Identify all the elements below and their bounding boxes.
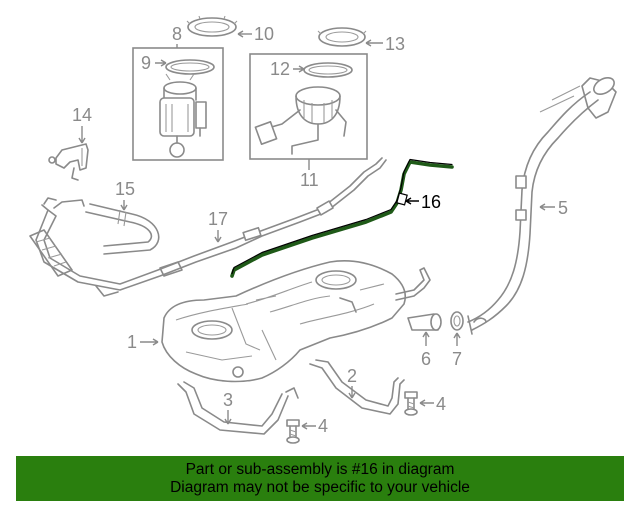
svg-text:3: 3 [223,390,233,410]
callout-5: 5 [539,198,568,218]
svg-text:17: 17 [208,209,228,229]
part-11-level-sender [254,86,347,155]
callout-6: 6 [421,331,431,369]
part-14-bracket [48,143,89,181]
svg-text:15: 15 [115,179,135,199]
svg-text:5: 5 [558,198,568,218]
svg-text:2: 2 [347,366,357,386]
callout-14: 14 [72,105,92,144]
svg-text:6: 6 [421,349,431,369]
part-4-bolt-right [404,391,418,416]
info-banner: Part or sub-assembly is #16 in diagram D… [16,456,624,501]
part-10-lock-ring [186,15,238,37]
part-9-seal [165,59,215,75]
part-13-lock-ring [317,27,367,47]
svg-text:12: 12 [270,59,290,79]
parts-diagram: 8 10 13 9 12 11 14 15 17 16 5 [29,15,617,444]
callout-15: 15 [115,179,135,211]
svg-text:8: 8 [172,24,182,44]
svg-text:16: 16 [421,192,441,212]
banner-line-2: Diagram may not be specific to your vehi… [170,478,470,496]
part-1-fuel-tank [161,259,431,383]
part-6-grommet [407,313,442,331]
part-3-tank-strap [177,381,299,435]
callout-16: 16 [405,192,441,212]
svg-text:1: 1 [127,332,137,352]
callout-3: 3 [223,390,233,425]
part-4-bolt-left [286,419,300,444]
callout-1: 1 [127,332,159,352]
callout-12: 12 [270,59,305,79]
part-7-seal-ring [450,311,464,331]
part-15-hose [85,203,160,255]
part-12-seal [303,62,353,78]
callout-9: 9 [141,53,167,73]
fuel-pump-module-box [132,47,224,161]
callout-7: 7 [452,332,462,369]
callout-10: 10 [237,24,274,44]
part-17-vapor-line [29,157,387,297]
svg-text:13: 13 [385,34,405,54]
callout-4-right: 4 [419,394,446,414]
callout-4-left: 4 [301,416,328,436]
callout-8: 8 [172,24,182,48]
svg-text:9: 9 [141,53,151,73]
svg-text:7: 7 [452,349,462,369]
svg-text:10: 10 [254,24,274,44]
callout-2: 2 [347,366,357,399]
svg-text:11: 11 [300,170,319,190]
callout-11: 11 [300,159,319,190]
callout-17: 17 [208,209,228,243]
svg-text:4: 4 [318,416,328,436]
banner-line-1: Part or sub-assembly is #16 in diagram [185,460,455,478]
svg-text:4: 4 [436,394,446,414]
svg-text:14: 14 [72,105,92,125]
part-16-fuel-tube-highlighted [230,158,454,278]
part-2-tank-strap [309,359,405,415]
callout-13: 13 [365,34,405,54]
part-5-filler-neck [467,77,617,335]
part-8-fuel-pump-module [159,73,207,158]
